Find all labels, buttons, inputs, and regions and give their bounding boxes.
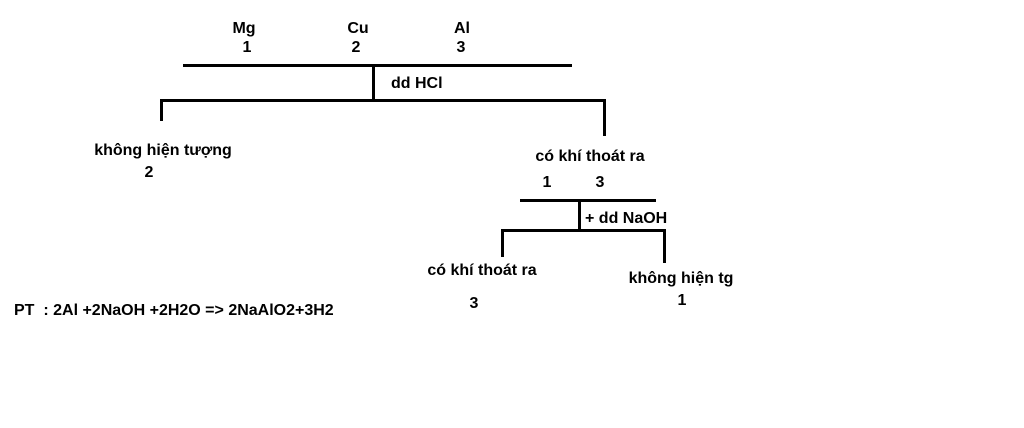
hcl-right-number-1: 1	[542, 174, 552, 191]
naoh-left-result: có khí thoát ra	[427, 262, 537, 279]
reaction-equation: PT : 2Al +2NaOH +2H2O => 2NaAlO2+3H2	[14, 302, 334, 319]
hcl-left-number: 2	[144, 164, 154, 181]
naoh-right-drop-line	[663, 229, 666, 263]
naoh-left-number: 3	[469, 295, 479, 312]
metal-mg-label: Mg	[232, 20, 256, 37]
hcl-stem-line	[372, 64, 375, 101]
metal-cu-label: Cu	[347, 20, 369, 37]
hcl-branch-line	[160, 99, 606, 102]
naoh-left-drop-line	[501, 229, 504, 257]
metal-mg-number: 1	[242, 39, 252, 56]
naoh-stem-line	[578, 199, 581, 231]
metal-al-number: 3	[456, 39, 466, 56]
naoh-branch-line	[501, 229, 666, 232]
metal-al-label: Al	[454, 20, 470, 37]
naoh-bracket-line	[520, 199, 656, 202]
top-bracket-line	[183, 64, 572, 67]
naoh-right-result: không hiện tg	[628, 270, 734, 287]
reagent-naoh-label: + dd NaOH	[585, 210, 668, 227]
hcl-left-drop-line	[160, 99, 163, 121]
metal-cu-number: 2	[351, 39, 361, 56]
hcl-right-drop-line	[603, 99, 606, 136]
hcl-left-result: không hiện tượng	[94, 142, 232, 159]
hcl-right-number-3: 3	[595, 174, 605, 191]
hcl-right-result: có khí thoát ra	[535, 148, 645, 165]
reagent-hcl-label: dd HCl	[391, 75, 443, 92]
naoh-right-number: 1	[677, 292, 687, 309]
